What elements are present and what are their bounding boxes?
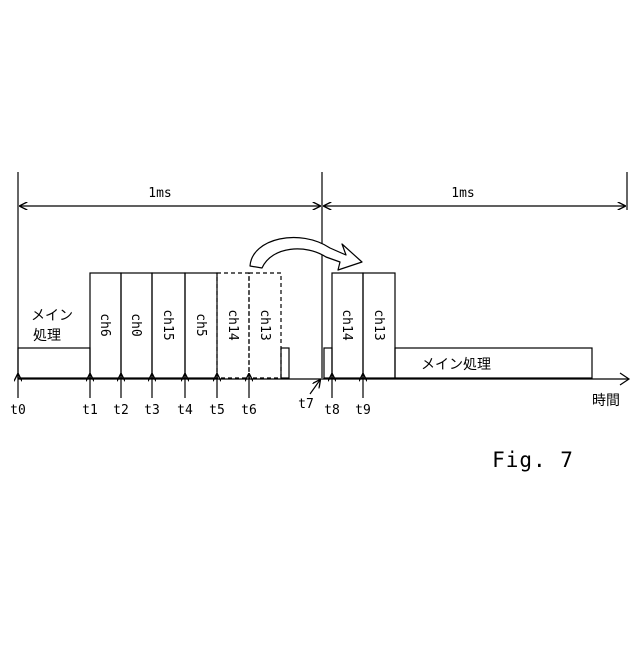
channel-label-ch13: ch13 <box>371 309 386 340</box>
channel-label-ch6: ch6 <box>97 313 112 336</box>
time-marker-label-t8: t8 <box>324 403 340 418</box>
period-label-2: 1ms <box>451 186 474 201</box>
figure-caption: Fig. 7 <box>492 448 574 472</box>
time-marker-label-t5: t5 <box>209 403 225 418</box>
curved-arrow-icon <box>250 238 362 270</box>
time-marker-label-t3: t3 <box>144 403 160 418</box>
channel-label-ch5: ch5 <box>193 313 208 336</box>
time-marker-label-t2: t2 <box>113 403 129 418</box>
time-marker-arrow-t7 <box>310 380 320 394</box>
channel-label-ch14: ch14 <box>339 309 354 340</box>
main-process-label-line1: メイン <box>31 308 73 324</box>
main-process-label-line2: 処理 <box>33 328 61 344</box>
channel-blocks-first-period: ch6 ch0 ch15 ch5 ch14 ch13 <box>90 273 281 378</box>
main-process-label-inline: メイン処理 <box>421 357 491 373</box>
channel-label-ch14-skipped: ch14 <box>225 309 240 340</box>
time-marker-label-t4: t4 <box>177 403 193 418</box>
time-axis-label: 時間 <box>592 393 620 409</box>
channel-label-ch0: ch0 <box>128 313 143 336</box>
period-label-1: 1ms <box>148 186 171 201</box>
time-marker-label-t9: t9 <box>355 403 371 418</box>
channel-blocks-second-period: ch14 ch13 <box>332 273 395 378</box>
main-process-block-left <box>18 348 90 378</box>
time-markers: t0 t1 t2 t3 t4 t5 t6 t7 t8 t9 <box>10 374 371 418</box>
channel-label-ch13-skipped: ch13 <box>257 309 272 340</box>
pre-dispatch-segment <box>324 348 332 378</box>
channel-label-ch15: ch15 <box>160 309 175 340</box>
main-process-block-remnant <box>281 348 289 378</box>
time-marker-label-t6: t6 <box>241 403 257 418</box>
time-marker-label-t1: t1 <box>82 403 98 418</box>
time-marker-label-t7: t7 <box>298 397 314 412</box>
time-marker-label-t0: t0 <box>10 403 26 418</box>
